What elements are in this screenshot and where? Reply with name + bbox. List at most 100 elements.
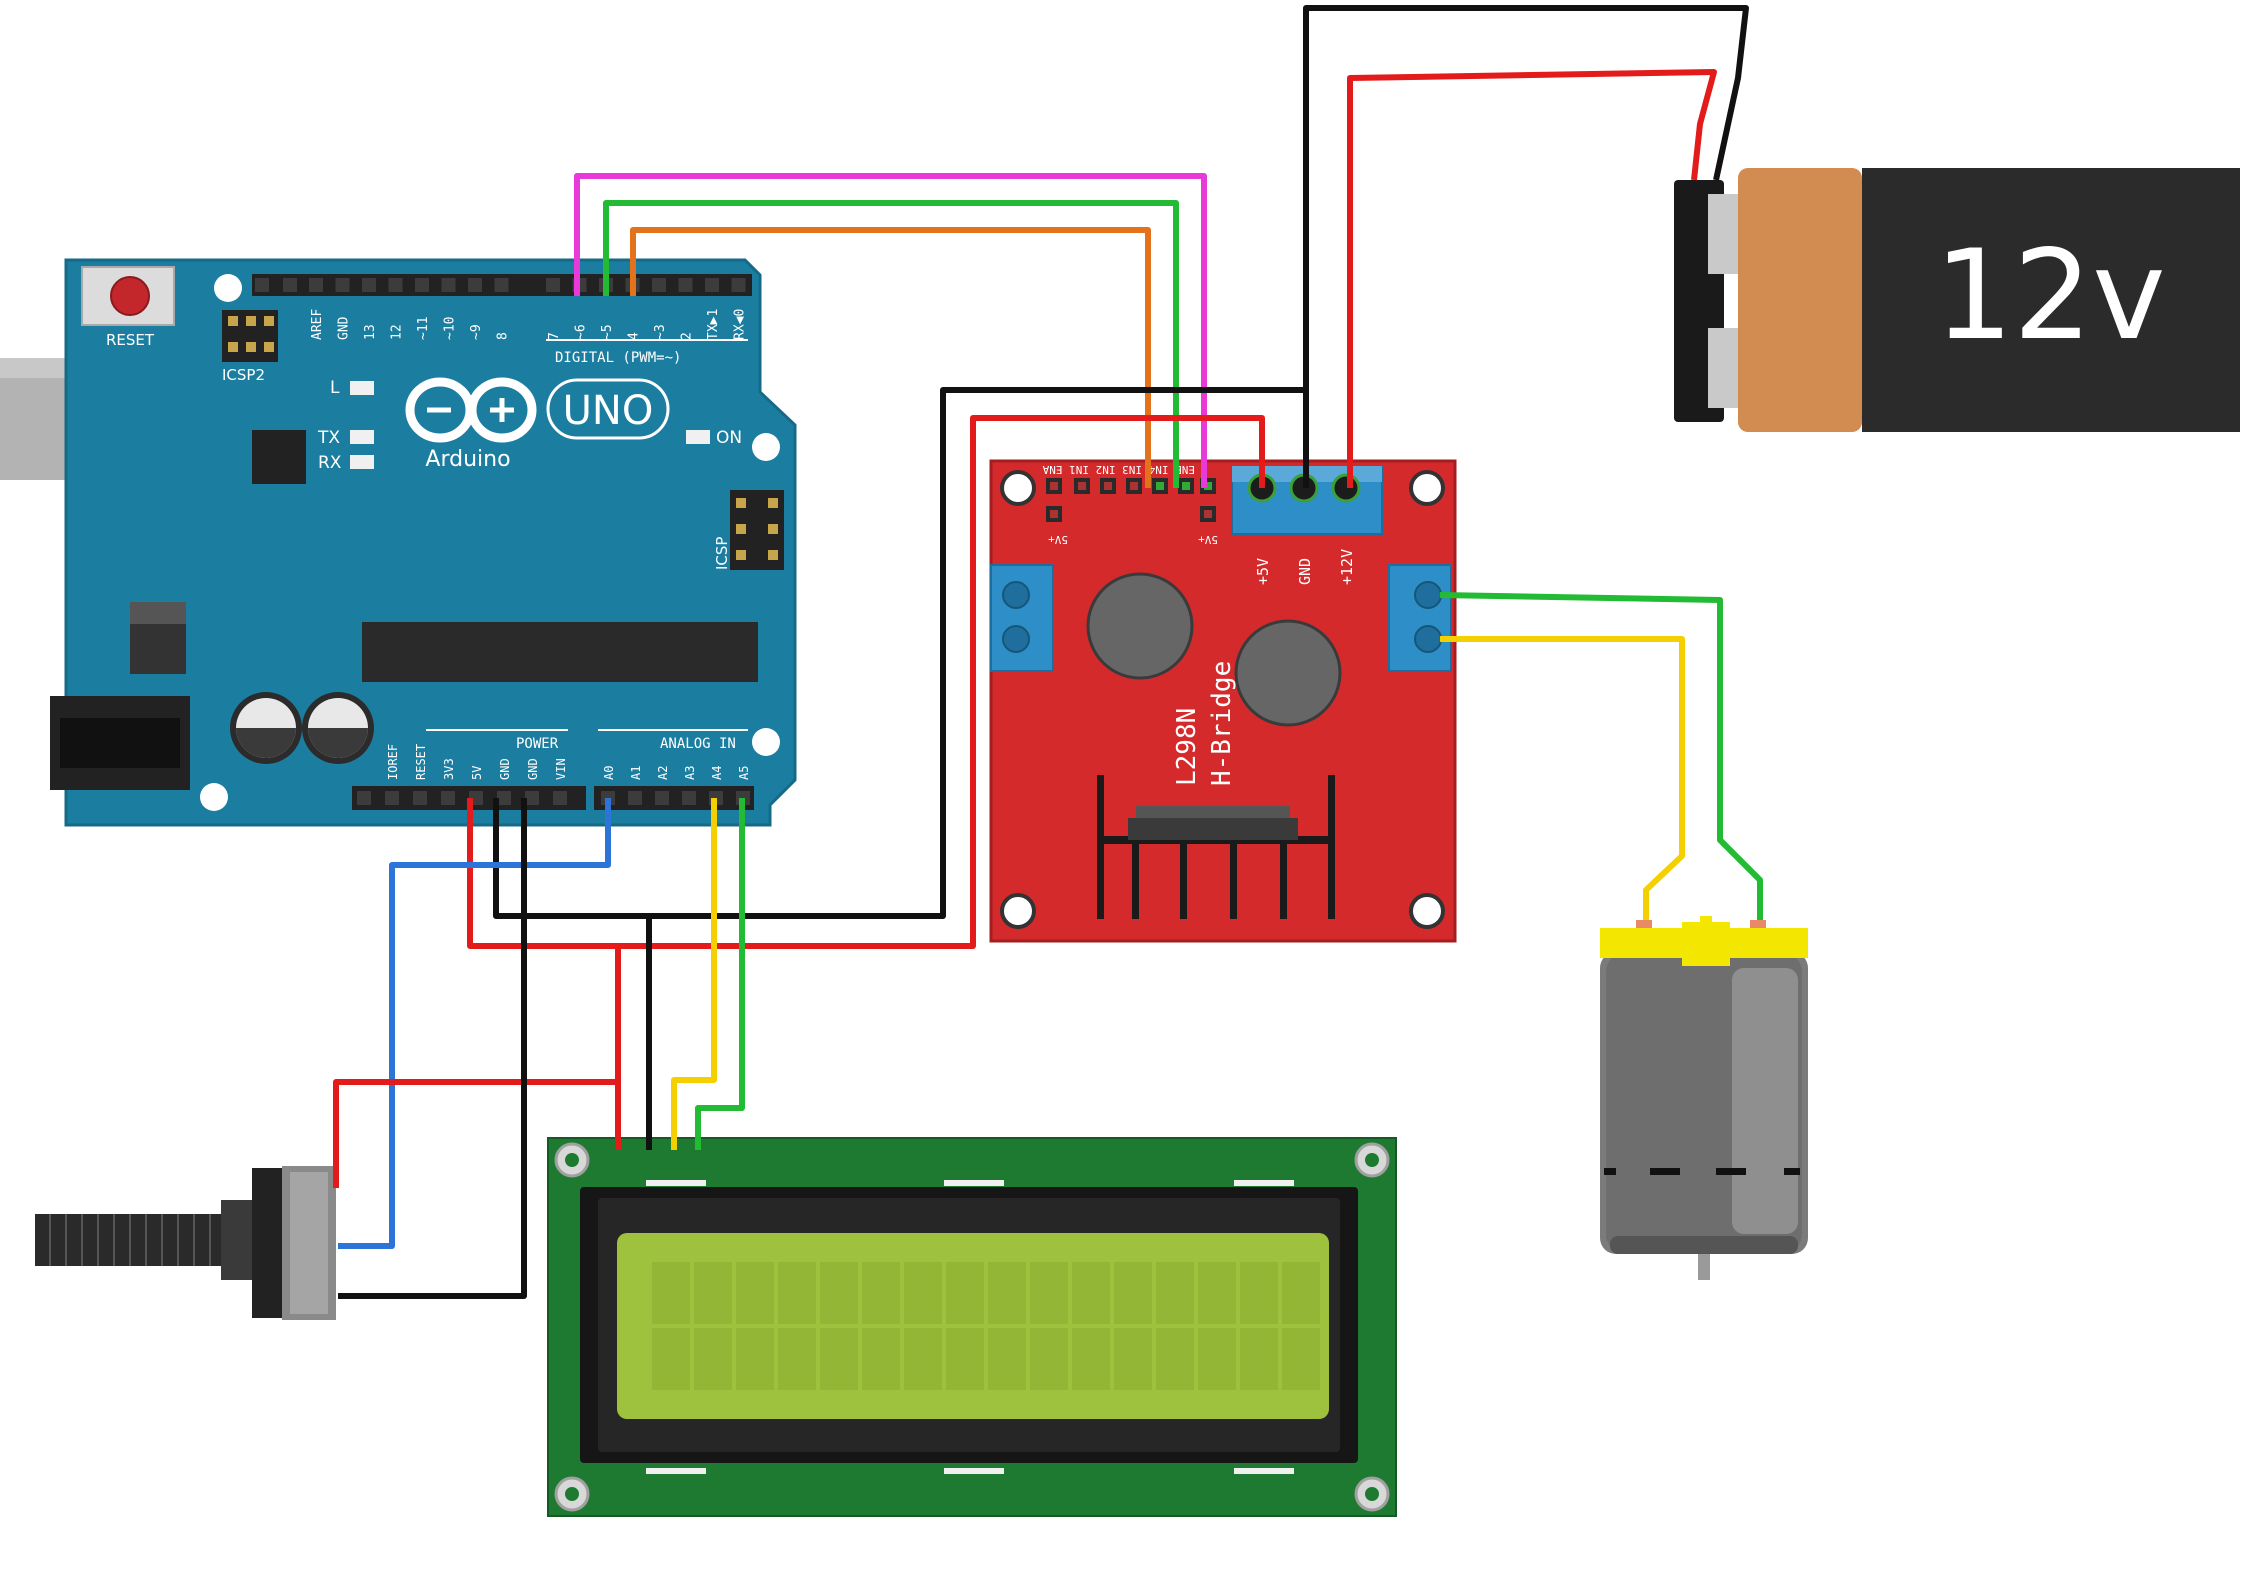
motor-a-terminal <box>990 564 1054 672</box>
battery-12v: 12v <box>1674 168 2240 432</box>
lcd-char-cell <box>820 1328 858 1390</box>
digital-pin-label: 4 <box>627 332 642 340</box>
arduino-pcb <box>64 258 797 827</box>
led-on <box>686 430 710 444</box>
digital-pin-label: ~3 <box>653 324 668 340</box>
digital-pin-hole <box>468 278 482 292</box>
digital-pin-label: 2 <box>680 332 695 340</box>
driver-name-line2: H-Bridge <box>1207 661 1237 786</box>
led-on-label: ON <box>716 428 742 448</box>
digital-pin-hole <box>362 278 376 292</box>
power-pin-hole <box>357 791 371 805</box>
digital-pin-label: 13 <box>363 324 378 340</box>
analog-pin-label: A2 <box>656 766 670 780</box>
power-pin-hole <box>553 791 567 805</box>
digital-pin-hole <box>441 278 456 292</box>
voltage-regulator <box>130 602 186 624</box>
power-pin-hole <box>497 791 511 805</box>
digital-pin-label: TX▶1 <box>706 309 721 340</box>
power-pin-label: GND <box>526 758 540 780</box>
power-pin-hole <box>525 791 539 805</box>
wire-pot-gnd <box>338 798 527 1299</box>
digital-pin-label: ~6 <box>574 324 589 340</box>
uno-label: UNO <box>563 388 654 434</box>
driver-5v-label: +5V <box>1254 558 1272 585</box>
lcd-char-cell <box>694 1262 732 1324</box>
digital-pin-hole <box>705 278 719 292</box>
lcd-char-cell <box>1156 1262 1194 1324</box>
lcd-char-cell <box>778 1328 816 1390</box>
lcd-char-cell <box>988 1262 1026 1324</box>
lcd-char-cell <box>1114 1262 1152 1324</box>
driver-header-label: ENB IN4 IN3 IN2 IN1 ENA <box>1042 463 1195 476</box>
led-l-label: L <box>330 378 340 398</box>
lcd-char-cell <box>988 1328 1026 1390</box>
wire-pin5-green <box>603 200 1179 488</box>
digital-pin-hole <box>388 278 403 292</box>
driver-12v-label: +12V <box>1338 549 1356 585</box>
digital-pin-label: ~5 <box>600 324 615 340</box>
driver-header-pins <box>1046 478 1216 522</box>
lcd-char-cell <box>820 1262 858 1324</box>
lcd-char-cell <box>1030 1262 1068 1324</box>
lcd-char-cell <box>1072 1328 1110 1390</box>
led-l <box>350 381 374 395</box>
uno-badge <box>546 378 670 440</box>
lcd-char-cell <box>1156 1328 1194 1390</box>
digital-pin-hole <box>494 278 509 292</box>
heatsink <box>1097 775 1335 919</box>
digital-pin-hole <box>652 278 666 292</box>
power-pin-hole <box>413 791 427 805</box>
driver-name-line1: L298N <box>1172 708 1202 786</box>
analog-pin-label: A3 <box>683 766 697 780</box>
analog-label: ANALOG IN <box>660 736 736 752</box>
wire-motor-yellow <box>1440 636 1685 920</box>
lcd-char-cell <box>1114 1328 1152 1390</box>
power-pin-hole <box>385 791 399 805</box>
analog-pin-label: A5 <box>737 766 751 780</box>
motor-b-terminal <box>1388 564 1452 672</box>
led-tx-label: TX <box>317 428 340 448</box>
terminal-12v <box>1331 473 1361 503</box>
lcd-char-cell <box>904 1262 942 1324</box>
icsp2-header <box>222 310 278 362</box>
wire-a4-sda <box>671 798 717 1150</box>
lcd-char-cell <box>1282 1328 1320 1390</box>
l298n-driver-board: ENB IN4 IN3 IN2 IN1 ENA 5V+ 5V+ +5V GND … <box>989 459 1457 943</box>
lcd-screen <box>617 1233 1329 1419</box>
analog-pin-hole <box>682 791 696 805</box>
wire-pin6-magenta <box>574 173 1207 488</box>
lcd-char-cell <box>904 1328 942 1390</box>
led-rx-label: RX <box>318 453 342 473</box>
driver-5v-left-label: 5V+ <box>1048 533 1068 546</box>
potentiometer <box>35 1166 336 1320</box>
battery-label: 12v <box>1934 224 2165 368</box>
power-pin-label: 5V <box>470 766 484 780</box>
digital-pin-label: 8 <box>496 332 511 340</box>
wire-pot-5v <box>333 946 621 1188</box>
power-pin-label: RESET <box>414 744 428 780</box>
lcd-char-cell <box>652 1262 690 1324</box>
icsp-label: ICSP <box>713 537 731 570</box>
driver-capacitor-2 <box>1234 619 1342 727</box>
digital-pin-hole <box>283 278 297 292</box>
analog-pin-hole <box>628 791 642 805</box>
lcd-char-cell <box>736 1262 774 1324</box>
capacitor-1 <box>230 692 302 764</box>
digital-pin-hole <box>335 278 350 292</box>
lcd-char-cell <box>946 1328 984 1390</box>
driver-5v-right-label: 5V+ <box>1198 533 1218 546</box>
wire-a0-pot <box>338 798 611 1249</box>
power-pin-label: 3V3 <box>442 758 456 780</box>
analog-pin-label: A0 <box>602 766 616 780</box>
digital-pin-label: 12 <box>390 324 405 340</box>
icsp-header <box>730 490 784 570</box>
lcd-char-cell <box>1072 1262 1110 1324</box>
power-pin-label: IOREF <box>386 744 400 780</box>
lcd-char-cell <box>1282 1262 1320 1324</box>
led-rx <box>350 455 374 469</box>
digital-pin-label: 7 <box>547 332 562 340</box>
atmega-chip <box>362 622 758 682</box>
